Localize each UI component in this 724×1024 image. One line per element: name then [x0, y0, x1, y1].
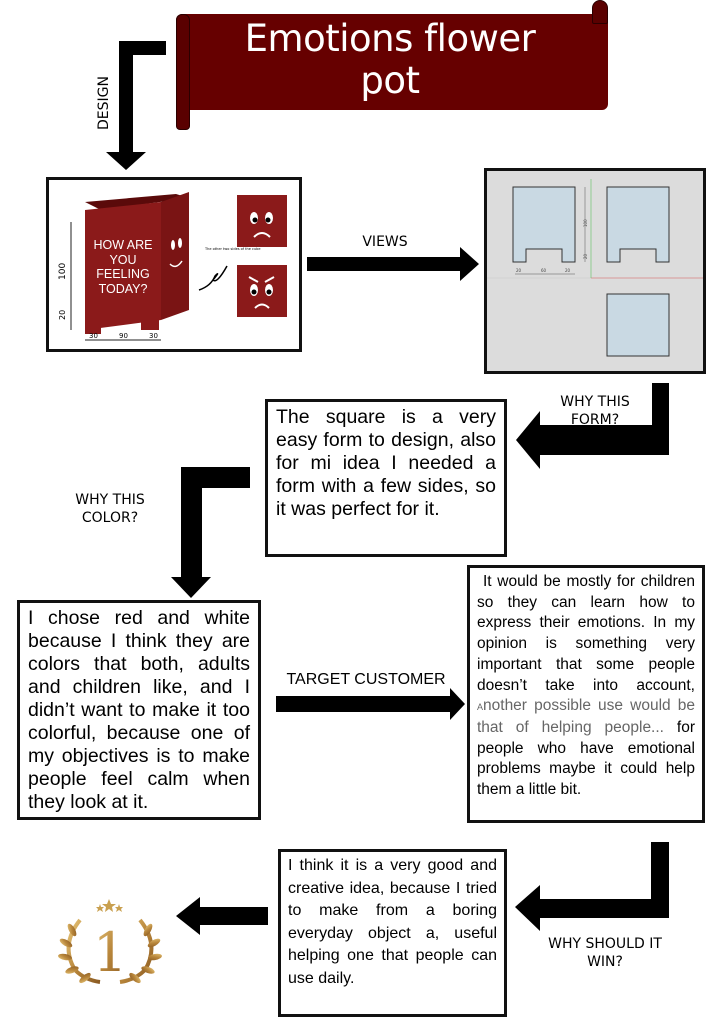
dim-height-label: 100 — [58, 263, 68, 280]
banner-left-scroll-curl — [176, 14, 190, 130]
cube-top — [85, 194, 189, 210]
star-left-icon — [96, 904, 104, 912]
title-banner — [176, 14, 608, 110]
sad-face-square — [237, 195, 287, 247]
top-view — [606, 293, 670, 357]
color-explanation-box: I chose red and white because I think th… — [17, 600, 261, 820]
design-sketch-image: 100 20 30 90 30 The other two sides of t… — [46, 177, 302, 352]
customer-text-3: for people who have emotional problems m… — [477, 718, 695, 799]
why-win-label: WHY SHOULD IT WIN? — [548, 936, 662, 970]
cube-side — [161, 192, 189, 320]
design-sketch-drawing: 100 20 30 90 30 The other two sides of t… — [58, 192, 287, 341]
views-dim-w2: 60 — [541, 268, 547, 273]
award-number: 1 — [93, 921, 127, 984]
target-customer-box: It would be mostly for children so they … — [467, 565, 705, 823]
cube-leg-right — [141, 314, 159, 330]
banner-right-scroll-curl — [592, 0, 608, 24]
cube-leg-left — [85, 320, 101, 334]
page-title: Emotions flower pot — [200, 18, 580, 102]
angry-face-square — [237, 265, 287, 317]
dim-leg-label: 20 — [58, 310, 67, 320]
target-customer-label: TARGET CUSTOMER — [286, 671, 446, 688]
customer-text-2: nother possible use would be that of hel… — [477, 697, 695, 736]
why-win-box: I think it is a very good and creative i… — [278, 849, 507, 1017]
customer-text-small-a: A — [477, 702, 484, 713]
color-arrow-shape — [171, 467, 250, 598]
first-place-laurel-icon: 1 — [58, 899, 162, 984]
dim-w2-label: 90 — [119, 332, 128, 340]
title-line-1: Emotions flower — [244, 17, 536, 60]
cube-front-text: HOW ARE YOU FEELING TODAY? — [93, 238, 153, 296]
why-color-label: WHY THIS COLOR? — [75, 492, 145, 526]
customer-text-1: It would be mostly for children so they … — [477, 573, 695, 694]
design-label: DESIGN — [96, 76, 112, 130]
title-line-2: pot — [360, 59, 420, 102]
design-arrow-shape — [106, 41, 166, 170]
win-arrow-shape — [515, 842, 669, 931]
sketch-note: The other two sides of the cube — [204, 247, 261, 251]
dim-w3-label: 30 — [149, 332, 158, 340]
star-right-icon — [115, 904, 123, 912]
technical-views-drawing: 100 20 20 60 20 — [487, 179, 703, 357]
front-view — [512, 186, 576, 263]
award-arrow-shape — [176, 897, 268, 935]
views-dim-height: 100 — [583, 219, 588, 227]
technical-views-image: 100 20 20 60 20 — [484, 168, 706, 374]
target-arrow-shape — [276, 688, 465, 720]
cube-front — [85, 202, 161, 330]
form-explanation-box: The square is a very easy form to design… — [265, 399, 507, 557]
views-dim-w1: 20 — [516, 268, 522, 273]
views-dim-leg: 20 — [583, 253, 588, 259]
side-view — [606, 186, 670, 263]
dim-w1-label: 30 — [89, 332, 98, 340]
views-label: VIEWS — [362, 234, 408, 250]
star-center-icon — [102, 899, 116, 912]
views-dim-w3: 20 — [565, 268, 571, 273]
why-form-label: WHY THIS FORM? — [560, 394, 630, 428]
views-arrow-shape — [307, 247, 479, 281]
